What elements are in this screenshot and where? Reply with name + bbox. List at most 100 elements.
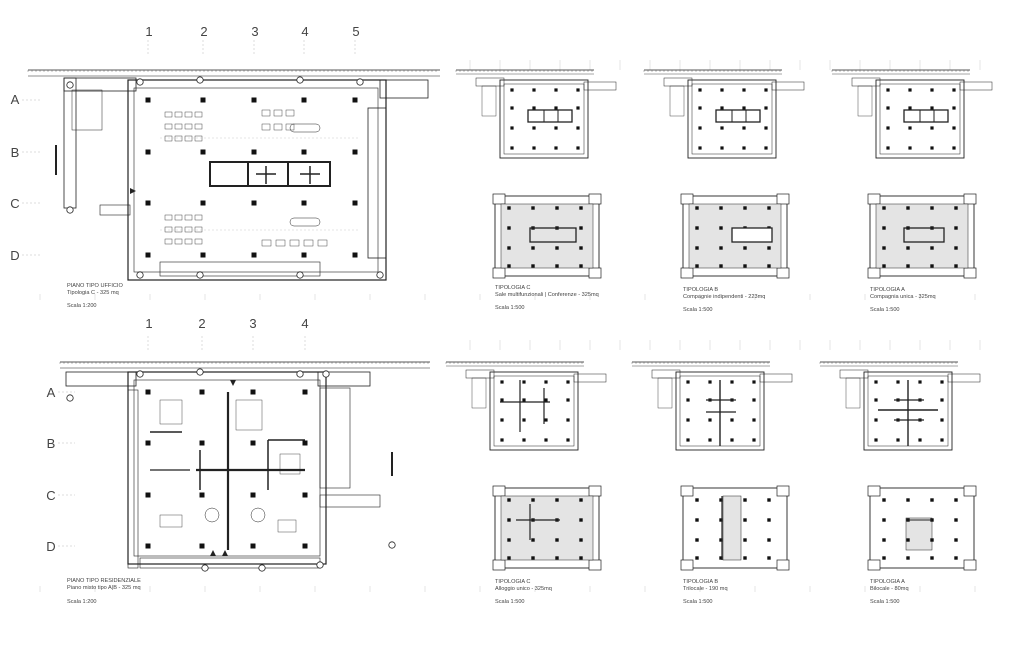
small-top-pillar bbox=[720, 126, 724, 130]
small-bottom-shaded-room bbox=[905, 517, 933, 551]
residential-column-3 bbox=[296, 370, 304, 378]
office-desk bbox=[174, 238, 183, 245]
residential-south-terrace bbox=[139, 557, 321, 569]
office-typology-c-subtitle: Sale multifunzionali | Conferenze - 325m… bbox=[495, 292, 599, 298]
office-axis-letter-c: C bbox=[10, 196, 20, 211]
small-top-east-wing bbox=[583, 81, 617, 91]
small-top-pillar bbox=[532, 126, 536, 130]
small-bottom-pillar bbox=[930, 264, 934, 268]
office-desk bbox=[261, 123, 271, 131]
office-typology-b-title: TIPOLOGIA B bbox=[683, 287, 719, 293]
small-top-pillar bbox=[742, 146, 746, 150]
small-top-east-wing bbox=[771, 81, 805, 91]
residential-pillar-0-2 bbox=[145, 492, 151, 498]
small-top-pillar bbox=[720, 146, 724, 150]
office-pillar-3-2 bbox=[301, 200, 307, 206]
office-column-2 bbox=[196, 76, 204, 84]
small-bottom-corner bbox=[963, 559, 977, 571]
small-bottom-corner bbox=[867, 193, 881, 205]
residential-dining-table bbox=[250, 507, 266, 523]
office-desk bbox=[194, 238, 203, 245]
small-bottom-corner bbox=[680, 193, 694, 205]
small-bottom-pillar bbox=[719, 538, 723, 542]
residential-pillar-3-2 bbox=[302, 492, 308, 498]
office-inner-wall bbox=[133, 87, 379, 273]
residential-stair-arrow bbox=[222, 550, 228, 556]
small-top-pillar bbox=[522, 418, 526, 422]
small-bottom-corner bbox=[588, 485, 602, 497]
small-bottom-pillar bbox=[507, 556, 511, 560]
small-top-outer-wall bbox=[499, 79, 589, 159]
residential-typology-c-top-plan bbox=[445, 361, 607, 451]
residential-sofa bbox=[277, 519, 297, 533]
small-bottom-pillar bbox=[954, 498, 958, 502]
small-bottom-pillar bbox=[555, 264, 559, 268]
residential-typology-a-bottom-plan bbox=[867, 485, 977, 571]
office-pillar-3-1 bbox=[301, 149, 307, 155]
office-column-5 bbox=[66, 206, 74, 214]
office-core-box bbox=[209, 161, 331, 187]
small-top-pillar bbox=[720, 106, 724, 110]
office-axis-letter-d: D bbox=[10, 248, 20, 263]
office-typology-a-top-plan bbox=[831, 69, 993, 159]
small-top-pillar bbox=[952, 106, 956, 110]
office-plan-subtitle: Tipologia C - 325 mq bbox=[67, 290, 119, 296]
office-pillar-1-1 bbox=[200, 149, 206, 155]
small-bottom-pillar bbox=[882, 206, 886, 210]
office-desk bbox=[184, 238, 193, 245]
office-pillar-2-0 bbox=[251, 97, 257, 103]
office-pillar-2-3 bbox=[251, 252, 257, 258]
small-top-pillar bbox=[698, 146, 702, 150]
office-east-wing-top bbox=[379, 79, 429, 99]
small-bottom-shaded-area bbox=[500, 495, 594, 561]
small-top-pillar bbox=[566, 418, 570, 422]
small-top-pillar bbox=[886, 146, 890, 150]
small-top-inner-wall bbox=[691, 83, 773, 155]
small-bottom-pillar bbox=[531, 498, 535, 502]
office-typology-b-scale: Scala 1:500 bbox=[683, 307, 713, 313]
office-typology-a-bottom-plan bbox=[867, 193, 977, 279]
small-bottom-corner bbox=[867, 559, 881, 571]
small-top-pillar bbox=[554, 126, 558, 130]
small-bottom-pillar bbox=[719, 226, 723, 230]
residential-axis-letter-c: C bbox=[46, 488, 56, 503]
office-column-1 bbox=[136, 78, 144, 86]
small-top-pillar bbox=[566, 380, 570, 384]
small-bottom-pillar bbox=[954, 518, 958, 522]
small-top-pillar bbox=[952, 146, 956, 150]
office-typology-a-subtitle: Compagnia unica - 325mq bbox=[870, 294, 936, 300]
office-typology-b-top-plan bbox=[643, 69, 805, 159]
residential-bath bbox=[235, 399, 263, 431]
residential-axis-letter-a: A bbox=[46, 385, 56, 400]
office-west-wing-side bbox=[63, 77, 77, 209]
small-bottom-pillar bbox=[954, 264, 958, 268]
residential-typology-a-subtitle: Bilocale - 80mq bbox=[870, 586, 909, 592]
office-typology-c-bottom-plan bbox=[492, 193, 602, 279]
residential-typology-c-bottom-plan bbox=[492, 485, 602, 571]
office-desk bbox=[164, 226, 173, 233]
office-pillar-3-0 bbox=[301, 97, 307, 103]
office-desk bbox=[261, 239, 272, 247]
small-top-pillar bbox=[730, 418, 734, 422]
small-bottom-pillar bbox=[719, 206, 723, 210]
residential-column-2 bbox=[196, 368, 204, 376]
small-bottom-corner bbox=[588, 267, 602, 279]
small-bottom-pillar bbox=[930, 246, 934, 250]
small-top-outer-wall bbox=[687, 79, 777, 159]
small-top-pillar bbox=[896, 438, 900, 442]
axis-guide-lines bbox=[22, 40, 981, 592]
residential-stair-arrow bbox=[210, 550, 216, 556]
office-column-4 bbox=[356, 78, 364, 86]
small-bottom-pillar bbox=[767, 538, 771, 542]
residential-plan-subtitle: Piano misto tipo A|B - 325 mq bbox=[67, 585, 141, 591]
small-top-pillar bbox=[764, 88, 768, 92]
small-bottom-corner bbox=[680, 559, 694, 571]
small-top-pillar bbox=[886, 106, 890, 110]
small-bottom-corner bbox=[492, 485, 506, 497]
small-bottom-pillar bbox=[930, 498, 934, 502]
residential-column-8 bbox=[388, 541, 396, 549]
residential-pillar-3-0 bbox=[302, 389, 308, 395]
small-top-pillar bbox=[952, 88, 956, 92]
office-desk bbox=[285, 123, 295, 131]
small-bottom-pillar bbox=[719, 556, 723, 560]
